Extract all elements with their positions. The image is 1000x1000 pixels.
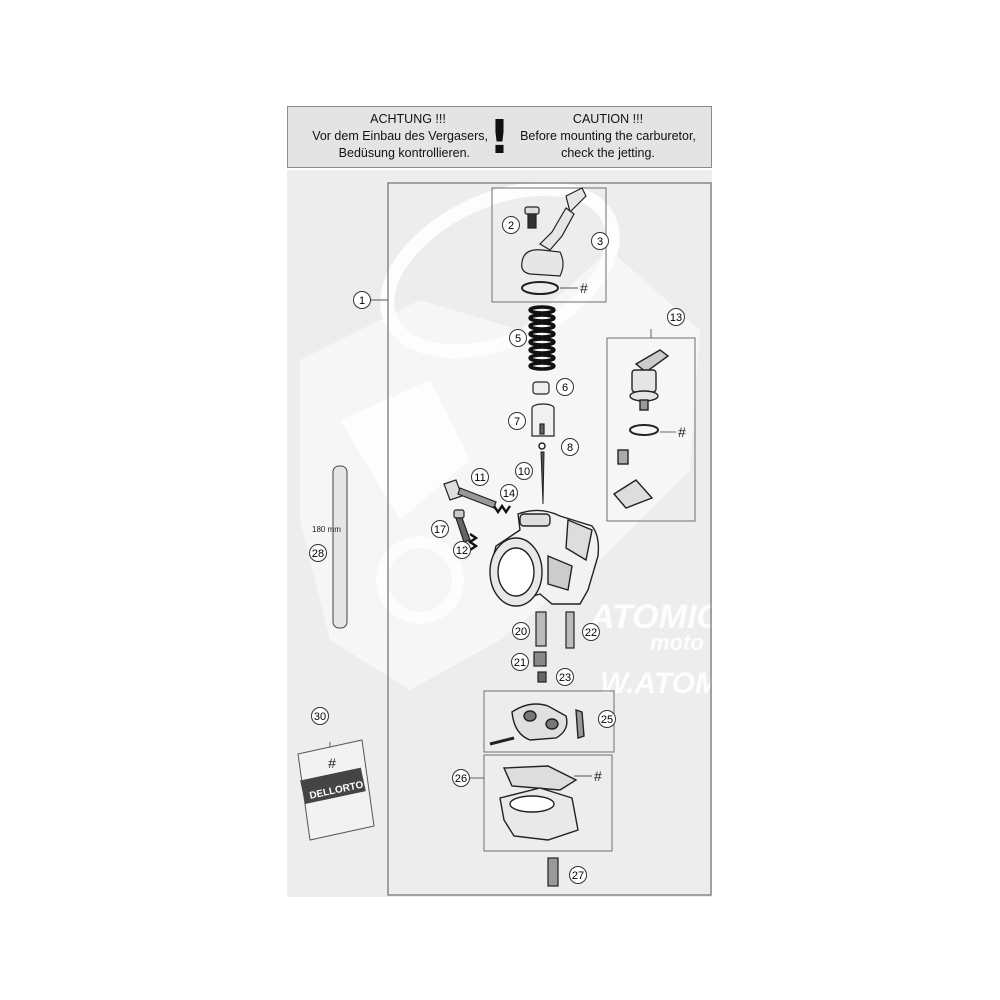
- svg-text:3: 3: [597, 236, 603, 248]
- caution-english-line1: Before mounting the carburetor,: [520, 129, 696, 143]
- callout-17: 17: [431, 520, 449, 538]
- svg-text:1: 1: [359, 295, 365, 307]
- svg-text:6: 6: [562, 382, 568, 394]
- assembly-frame: [387, 182, 712, 896]
- part-22-idle-jet: [565, 611, 575, 649]
- hash-mark-3: #: [594, 768, 602, 784]
- svg-text:25: 25: [601, 714, 613, 726]
- svg-text:23: 23: [559, 672, 571, 684]
- svg-text:7: 7: [514, 416, 520, 428]
- callout-27: 27: [569, 866, 587, 884]
- svg-text:21: 21: [514, 657, 526, 669]
- callout-21: 21: [511, 653, 529, 671]
- hash-mark-1: #: [580, 280, 588, 296]
- float-bowl-group-frame: [483, 754, 613, 852]
- part-2-screw: [524, 206, 540, 229]
- part-11-idle-screw: [443, 479, 497, 509]
- caution-english-line2: check the jetting.: [561, 146, 655, 160]
- svg-text:28: 28: [312, 548, 324, 560]
- caution-german-line2: Bedüsung kontrollieren.: [338, 146, 470, 160]
- callout-12: 12: [453, 541, 471, 559]
- tube-length-label: 180 mm: [312, 525, 341, 534]
- svg-text:22: 22: [585, 627, 597, 639]
- part-7-throttle-slide: [531, 403, 555, 437]
- callout-30: 30: [311, 707, 329, 725]
- part-26-float-bowl: [499, 765, 579, 841]
- part-17-screw: [453, 509, 471, 543]
- svg-text:5: 5: [515, 333, 521, 345]
- callout-22: 22: [582, 623, 600, 641]
- callout-14: 14: [500, 484, 518, 502]
- part-25-float: [489, 703, 585, 746]
- watermark-text-2: moto: [650, 630, 704, 655]
- callout-25: 25: [598, 710, 616, 728]
- part-12-spring: [467, 533, 479, 551]
- watermark-text-3: W.ATOM: [600, 667, 721, 700]
- part-14-spring: [493, 503, 511, 515]
- callout-8: 8: [561, 438, 579, 456]
- svg-text:30: 30: [314, 711, 326, 723]
- svg-text:14: 14: [503, 488, 515, 500]
- part-10-needle: [540, 451, 545, 505]
- carburetor-body: [489, 509, 600, 607]
- caution-english: CAUTION !!! Before mounting the carburet…: [508, 111, 708, 162]
- callout-3: 3: [591, 232, 609, 250]
- callout-5: 5: [509, 329, 527, 347]
- svg-text:26: 26: [455, 773, 467, 785]
- caution-german: ACHTUNG !!! Vor dem Einbau des Vergasers…: [288, 111, 488, 162]
- watermark-logo: ATOMIC moto W.ATOM: [300, 181, 721, 700]
- svg-text:20: 20: [515, 626, 527, 638]
- bag-hash-mark: #: [328, 755, 336, 771]
- callout-1: 1: [353, 291, 371, 309]
- svg-text:17: 17: [434, 524, 446, 536]
- part-5-spring: [528, 305, 556, 371]
- svg-text:12: 12: [456, 545, 468, 557]
- svg-text:13: 13: [670, 312, 682, 324]
- callout-23: 23: [556, 668, 574, 686]
- caution-exclamation-icon: !: [489, 110, 510, 164]
- part-27-drain-screw: [547, 857, 559, 887]
- callout-10: 10: [515, 462, 533, 480]
- part-6-clip-holder: [532, 381, 550, 395]
- callout-13: 13: [667, 308, 685, 326]
- part-8-clip: [538, 442, 546, 450]
- part-20-emulsion-tube: [535, 611, 547, 647]
- part-23-jet: [537, 671, 547, 683]
- caution-english-title: CAUTION !!!: [572, 112, 644, 126]
- part-28-tube: [332, 465, 348, 629]
- callout-7: 7: [508, 412, 526, 430]
- callout-6: 6: [556, 378, 574, 396]
- callout-26: 26: [452, 769, 470, 787]
- svg-text:27: 27: [572, 870, 584, 882]
- callout-28: 28: [309, 544, 327, 562]
- part-30-parts-bag: # DELLORTO: [297, 739, 375, 841]
- hash-mark-2: #: [678, 424, 686, 440]
- svg-text:10: 10: [518, 466, 530, 478]
- callout-2: 2: [502, 216, 520, 234]
- caution-box: ACHTUNG !!! Vor dem Einbau des Vergasers…: [287, 106, 712, 168]
- svg-text:11: 11: [474, 472, 485, 484]
- callout-20: 20: [512, 622, 530, 640]
- caution-german-line1: Vor dem Einbau des Vergasers,: [312, 129, 488, 143]
- part-13-choke: [612, 349, 670, 509]
- caution-german-title: ACHTUNG !!!: [370, 112, 446, 126]
- callout-11: 11: [471, 468, 489, 486]
- svg-text:8: 8: [567, 442, 573, 454]
- part-3-throttle-cap: [521, 187, 587, 295]
- part-21-main-jet: [533, 651, 547, 667]
- svg-text:2: 2: [508, 220, 514, 232]
- watermark-text-1: ATOMIC: [589, 598, 721, 636]
